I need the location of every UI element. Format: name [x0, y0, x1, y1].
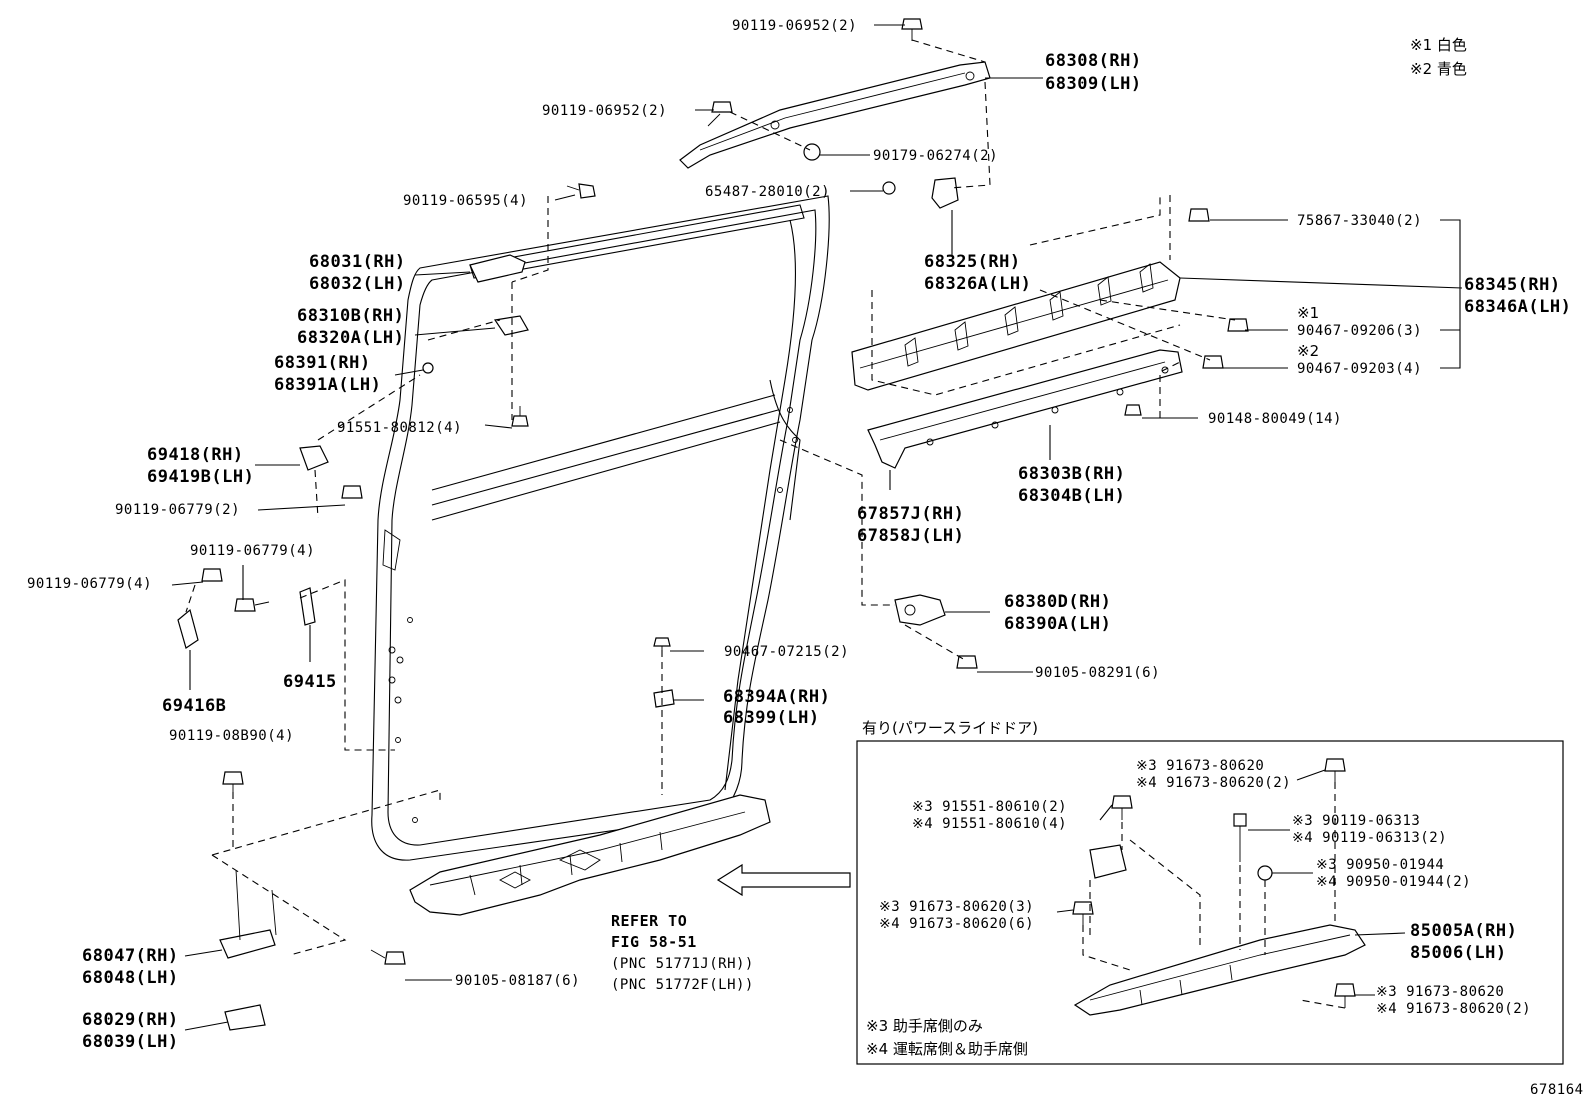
- label-68047: 68047(RH): [82, 946, 179, 966]
- label-68029: 68029(RH): [82, 1010, 179, 1030]
- inset-91673-80620-b4: ※4 91673-80620(6): [879, 916, 1034, 932]
- assembly-dashed-lines: [185, 39, 1236, 956]
- inset-91551-80610-3: ※3 91551-80610(2): [912, 799, 1067, 815]
- label-65487-28010: 65487-28010(2): [705, 184, 830, 200]
- mark-2: ※2: [1297, 342, 1319, 360]
- inset-91673-80620-a3: ※3 91673-80620: [1136, 758, 1264, 774]
- inset-box: [856, 740, 1564, 1065]
- label-68399: 68399(LH): [723, 708, 820, 728]
- label-68308: 68308(RH): [1045, 51, 1142, 71]
- label-68039: 68039(LH): [82, 1032, 179, 1052]
- label-68048: 68048(LH): [82, 968, 179, 988]
- label-90105-08187: 90105-08187(6): [455, 973, 580, 989]
- refer-line-2: FIG 58-51: [611, 933, 697, 951]
- inset-91673-80620-c3: ※3 91673-80620: [1376, 984, 1504, 1000]
- label-85006: 85006(LH): [1410, 943, 1507, 963]
- legend-white: ※1 白色: [1410, 36, 1467, 54]
- label-90467-09206: 90467-09206(3): [1297, 323, 1422, 339]
- label-68326A: 68326A(LH): [924, 274, 1031, 294]
- label-90119-06952-left: 90119-06952(2): [542, 103, 667, 119]
- label-69416B: 69416B: [162, 696, 226, 716]
- label-68320A: 68320A(LH): [297, 328, 404, 348]
- label-90119-06779-c: 90119-06779(4): [27, 576, 152, 592]
- label-68346A: 68346A(LH): [1464, 297, 1571, 317]
- door-frame-outline: [371, 195, 830, 861]
- label-90119-06779-b: 90119-06779(4): [190, 543, 315, 559]
- inset-91551-80610-4: ※4 91551-80610(4): [912, 816, 1067, 832]
- refer-line-1: REFER TO: [611, 912, 687, 930]
- label-90119-06595: 90119-06595(4): [403, 193, 528, 209]
- label-68303B: 68303B(RH): [1018, 464, 1125, 484]
- label-68032: 68032(LH): [309, 274, 406, 294]
- mark-1: ※1: [1297, 304, 1319, 322]
- inset-labels: 有り(パワースライドドア) ※3 91673-80620 ※4 91673-80…: [862, 719, 1531, 1058]
- label-67858J: 67858J(LH): [857, 526, 964, 546]
- label-68394A: 68394A(RH): [723, 687, 830, 707]
- sill-garnish-68345: [851, 261, 1181, 391]
- inset-91673-80620-a4: ※4 91673-80620(2): [1136, 775, 1291, 791]
- part-number-labels: 90119-06952(2) 68308(RH) 68309(LH) 90119…: [27, 18, 1571, 1052]
- inset-90119-06313-3: ※3 90119-06313: [1292, 813, 1420, 829]
- label-69419B: 69419B(LH): [147, 467, 254, 487]
- label-68391A: 68391A(LH): [274, 375, 381, 395]
- label-67857J: 67857J(RH): [857, 504, 964, 524]
- label-68309: 68309(LH): [1045, 74, 1142, 94]
- label-91551-80812: 91551-80812(4): [337, 420, 462, 436]
- legend-blue: ※2 青色: [1410, 60, 1467, 78]
- label-68390A: 68390A(LH): [1004, 614, 1111, 634]
- fasteners: [177, 18, 1249, 1031]
- label-90119-06779-a: 90119-06779(2): [115, 502, 240, 518]
- label-68325: 68325(RH): [924, 252, 1021, 272]
- refer-line-3: (PNC 51771J(RH)): [611, 956, 754, 972]
- inset-90950-01944-4: ※4 90950-01944(2): [1316, 874, 1471, 890]
- scuff-plate-68303B: [867, 349, 1183, 469]
- label-68031: 68031(RH): [309, 252, 406, 272]
- label-90148-80049: 90148-80049(14): [1208, 411, 1342, 427]
- refer-arrow: [716, 863, 851, 897]
- lower-track-assembly: [409, 794, 771, 916]
- leader-lines: [171, 24, 1463, 1031]
- label-90119-06952-top: 90119-06952(2): [732, 18, 857, 34]
- refer-line-4: (PNC 51772F(LH)): [611, 977, 754, 993]
- label-68380D: 68380D(RH): [1004, 592, 1111, 612]
- label-90119-08B90: 90119-08B90(4): [169, 728, 294, 744]
- label-90467-09203: 90467-09203(4): [1297, 361, 1422, 377]
- inset-note-3: ※3 助手席側のみ: [866, 1017, 983, 1035]
- label-90467-07215: 90467-07215(2): [724, 644, 849, 660]
- legend: ※1 白色 ※2 青色: [1410, 36, 1467, 78]
- label-68310B: 68310B(RH): [297, 306, 404, 326]
- label-69418: 69418(RH): [147, 445, 244, 465]
- label-75867-33040: 75867-33040(2): [1297, 213, 1422, 229]
- label-90179-06274: 90179-06274(2): [873, 148, 998, 164]
- label-69415: 69415: [283, 672, 337, 692]
- inset-90950-01944-3: ※3 90950-01944: [1316, 857, 1444, 873]
- label-68304B: 68304B(LH): [1018, 486, 1125, 506]
- label-68391: 68391(RH): [274, 353, 371, 373]
- inset-title: 有り(パワースライドドア): [862, 719, 1038, 737]
- inset-note-4: ※4 運転席側＆助手席側: [866, 1040, 1028, 1058]
- figure-id: 678164: [1530, 1082, 1584, 1098]
- inset-91673-80620-c4: ※4 91673-80620(2): [1376, 1001, 1531, 1017]
- label-85005A: 85005A(RH): [1410, 921, 1517, 941]
- label-90105-08291: 90105-08291(6): [1035, 665, 1160, 681]
- label-68345: 68345(RH): [1464, 275, 1561, 295]
- inset-91673-80620-b3: ※3 91673-80620(3): [879, 899, 1034, 915]
- inset-90119-06313-4: ※4 90119-06313(2): [1292, 830, 1447, 846]
